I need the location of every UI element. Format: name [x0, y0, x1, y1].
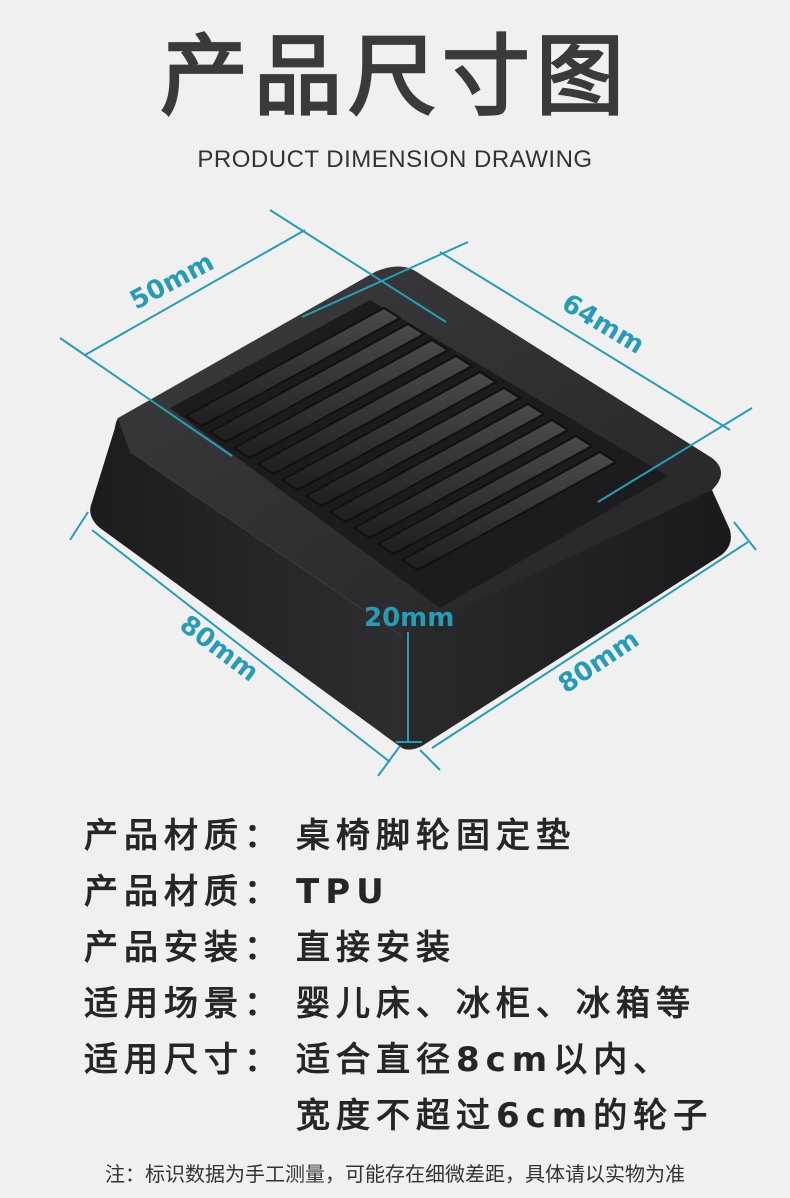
spec-value: 桌椅脚轮固定垫 [296, 816, 576, 856]
page-subtitle: PRODUCT DIMENSION DRAWING [197, 146, 593, 173]
pad-body [90, 266, 731, 750]
spec-value: 宽度不超过6cm的轮子 [296, 1096, 714, 1136]
spec-label: 适用尺寸： [84, 1040, 284, 1080]
ridges [184, 306, 618, 572]
page-title: 产品尺寸图 [159, 25, 630, 128]
spec-label: 产品材质： [84, 872, 284, 912]
top-length-label: 64mm [556, 288, 649, 360]
spec-label: 适用场景： [84, 984, 284, 1024]
product-dimension-drawing: 50mm 64mm 20mm 80mm 80mm [59, 209, 757, 777]
spec-row: 适用尺寸： 适合直径8cm以内、 [84, 1032, 673, 1090]
height-label: 20mm [364, 603, 454, 633]
spec-row: 产品材质： 桌椅脚轮固定垫 [84, 808, 576, 866]
spec-value: 直接安装 [296, 928, 456, 968]
spec-value: TPU [296, 872, 390, 912]
spec-row: 产品安装： 直接安装 [84, 920, 456, 978]
spec-row: 宽度不超过6cm的轮子 [84, 1088, 713, 1146]
spec-row: 产品材质： TPU [84, 864, 390, 922]
spec-value: 婴儿床、冰柜、冰箱等 [296, 984, 696, 1024]
disclaimer-note: 注：标识数据为手工测量，可能存在细微差距，具体请以实物为准 [105, 1162, 685, 1186]
spec-label: 产品安装： [84, 928, 284, 968]
dimension-lines [59, 209, 757, 777]
spec-value: 适合直径8cm以内、 [296, 1040, 674, 1080]
spec-label: 产品材质： [84, 816, 284, 856]
spec-row: 适用场景： 婴儿床、冰柜、冰箱等 [84, 976, 696, 1034]
